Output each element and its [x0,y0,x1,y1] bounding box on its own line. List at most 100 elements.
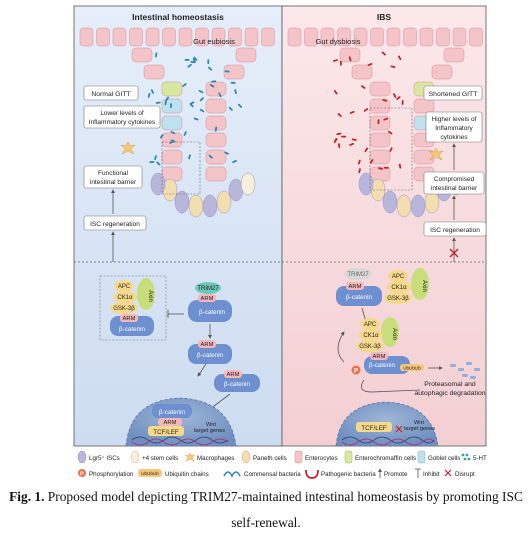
crypt-wall-cell [205,149,227,165]
enterocyte-cell [195,27,209,47]
commensal-bacteria-icon [223,471,241,478]
commensal-bacterium [165,96,170,102]
arrow-free-to-nuclear [197,363,207,377]
commensal-bacterium [155,101,161,104]
pathogenic-bacterium [396,96,401,100]
ck1a-right-bound-label: CK1α [363,333,379,339]
enterocyte-cell [436,27,450,47]
crypt-base-cell [396,194,412,218]
apc-right-bound-label: APC [364,322,377,328]
low-cytokines-line1: Lower levels of [100,110,144,117]
commensal-bacterium [189,103,194,108]
enterocyte-cell [145,27,160,47]
crypt-wall-cell [413,98,435,114]
destruction-complex-right-bound: Axin APC CK1α GSK-3β [356,317,399,352]
protein-fragment [474,368,480,371]
crypt-base-cell [240,172,256,196]
pathogenic-bacterium [351,138,357,141]
pathogenic-bacteria-cluster [332,51,404,174]
enterocyte-cell [129,27,143,47]
axin-left-label: Axin [147,290,153,302]
legend-goblet-label: Goblet cells [428,455,460,462]
compromised-barrier-box: Compromised intestinal barrier [423,171,485,195]
commensal-bacterium [224,70,230,73]
left-highlight-dashed-box [161,141,201,195]
crypt-wall-cell [223,64,245,80]
pathogenic-bacterium [367,63,373,66]
plus4-stem-icon [130,450,140,464]
legend-plus4: +4 stem cells [130,450,178,464]
crypt-wall-cell [369,132,391,148]
legend-enterocytes: Enterocytes [294,450,338,464]
legend-enterochromaffin: Enterochromaffin cells [344,450,416,464]
crypt-base-cell [188,194,204,218]
crypt-wall-cell [443,47,465,63]
legend-disrupt-label: Disrupt [455,471,475,478]
legend-disrupt: Disrupt [444,469,475,478]
pathogenic-bacterium [337,143,341,149]
gut-dysbiosis-label: Gut dysbiosis [315,37,360,46]
crypt-wall-cell [235,47,257,63]
pathogenic-bacterium [382,98,388,102]
legend-inhibit: Inhibit [415,468,440,478]
legend-lgr5: Lgr5⁺ ISCs [77,450,120,464]
enterocyte-cell [162,27,176,47]
enterocyte-cell [261,27,275,47]
right-crypt-epithelium [287,27,483,218]
enterocyte-cell [419,27,434,47]
commensal-bacterium [230,81,236,84]
pathogenic-bacterium [333,90,338,95]
gut-eubiosis-label: Gut eubiosis [193,37,235,46]
functional-barrier-line2: intestinal barrier [90,179,137,186]
crypt-base-cell [202,194,218,218]
pathogenic-bacterium [387,130,393,135]
caption-text: Proposed model depicting TRIM27-maintain… [44,489,523,530]
crypt-wall-cell [161,81,183,97]
wnt-right-line2: target genes [404,426,435,432]
commensal-bacterium [169,140,175,144]
beta-catenin-trim27-label: β-catenin [199,309,226,316]
legend-pathogenic-label: Pathogenic bacteria [321,471,376,478]
phosphate-label: P [354,369,358,375]
crypt-wall-cell [431,64,453,80]
enterocyte-icon [294,450,303,464]
isc-regeneration-left-box: ISC regeneration [83,215,147,231]
pathogenic-bacterium [333,138,337,143]
enterocyte-cell [178,27,193,47]
inhibit-icon [415,468,421,478]
crypt-wall-cell [161,166,183,182]
pathogenic-bacterium [383,117,389,121]
arm-translocating-label: ARM [227,372,240,378]
gsk3b-left-label: GSK-3β [113,306,135,312]
apc-left-label: APC [118,284,131,290]
arm-bound-label: ARM [123,316,136,322]
legend-ubiquitin-label: Ubiquitin chains [165,471,209,478]
pathogenic-bacterium [401,99,404,105]
enterocyte-cell [452,27,467,47]
enterocyte-cell [337,27,351,47]
commensal-bacterium [159,134,164,139]
legend-paneth-label: Paneth cells [253,455,287,462]
beta-catenin-complex-bound: ARM β-catenin [110,314,154,336]
enterocyte-cell [287,27,302,47]
legend-lgr5-label: Lgr5⁺ ISCs [89,455,120,462]
enterocyte-cell [79,27,94,47]
enterocyte-cell [96,27,110,47]
pathogenic-bacterium [389,147,393,152]
legend-commensal-label: Commensal bacteria [244,471,301,478]
commensal-bacterium [234,89,237,95]
enterocyte-cell [370,27,384,47]
enterocyte-cell [386,27,401,47]
degradation-line2: autophagic degradation [414,390,485,397]
low-cytokines-line2: Inflammatory cytokines [89,119,156,126]
commensal-bacterium [237,103,243,108]
legend-phosphorylation: P Phosphorylation [78,469,134,478]
crypt-wall-cell [161,115,183,131]
normal-gitt-box: Normal GITT [83,85,139,101]
crypt-wall-cell [339,47,361,63]
arm-phos-label: ARM [373,354,386,360]
ubiquitin-label: UbUbUb [403,366,421,371]
protein-fragment [458,368,464,371]
pathogenic-bacterium [358,168,361,174]
crypt-base-cell [358,172,374,196]
